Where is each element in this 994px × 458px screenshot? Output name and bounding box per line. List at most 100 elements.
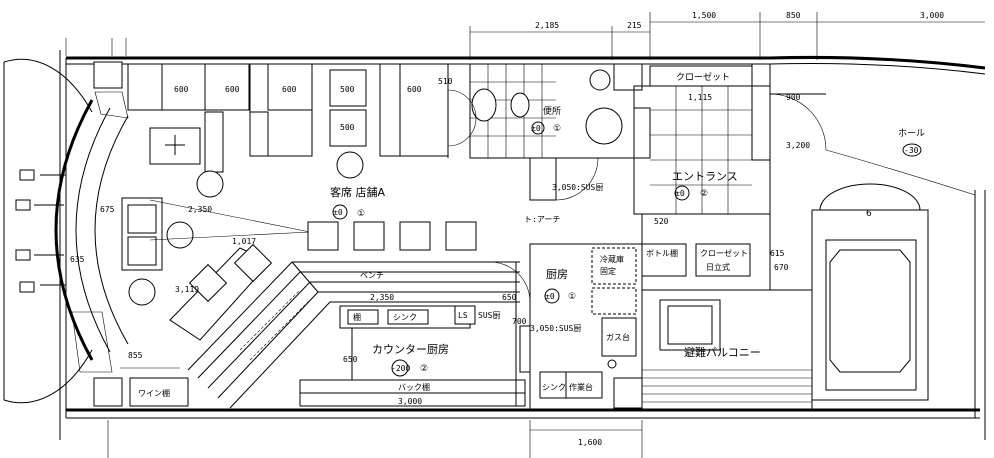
dim-3000: 3,000 <box>920 11 944 20</box>
room-kitchen: 厨房 <box>546 268 568 281</box>
worktop-label: 作業台 <box>569 382 593 392</box>
dim-615: 615 <box>770 249 785 258</box>
column-toilet <box>613 63 643 91</box>
dim-500-b: 500 <box>340 123 355 132</box>
dim-1017: 1,017 <box>232 237 256 246</box>
elevator-shaft: 6 <box>811 183 929 401</box>
hatched-planter-top <box>94 91 129 119</box>
bar-counter: ベンチ 2,350 <box>187 261 520 409</box>
entrance-no: ② <box>700 189 708 199</box>
kitchen-no: ① <box>568 292 576 302</box>
fridge-label: 冷蔵庫 <box>600 254 624 264</box>
toilet-no: ① <box>553 124 561 134</box>
curved-facade <box>3 58 129 407</box>
top-seating-row: 600 600 600 500 500 600 <box>127 63 449 173</box>
dim-2350-b: 2,350 <box>370 293 394 302</box>
sofa-block: 675 635 <box>70 197 163 271</box>
kitchen-note: 3,050:SUS厨 <box>530 324 581 333</box>
dim-600-a: 600 <box>174 85 189 94</box>
dim-600-c: 600 <box>282 85 297 94</box>
ls-label: LS <box>458 311 468 320</box>
top-dimension-lines: 2,185 215 1,500 850 3,000 <box>65 11 985 60</box>
seating-no: ① <box>357 209 365 219</box>
dim-670: 670 <box>774 263 789 272</box>
hatched-planter-bottom <box>71 311 113 373</box>
cash-label: 棚 <box>353 312 361 322</box>
dim-900: 900 <box>786 93 801 102</box>
column-bottom-left <box>93 377 123 407</box>
counter-no: ② <box>420 364 428 374</box>
hall-level: -30 <box>904 146 919 155</box>
gas-label: ガス台 <box>606 332 630 342</box>
dim-2350-a: 2,350 <box>188 205 212 214</box>
counter-top-label: ト:アーチ <box>524 215 560 224</box>
entrance-tiles <box>650 86 752 214</box>
room-counter: カウンター厨房 <box>372 343 449 356</box>
dim-675: 675 <box>100 205 115 214</box>
wine-label: ワイン棚 <box>138 388 170 398</box>
dim-1600: 1,600 <box>578 438 602 447</box>
bottom-dimension-lines: 1,600 <box>107 420 643 458</box>
column-kitchen <box>613 377 643 409</box>
seating-level: ±0 <box>333 208 343 217</box>
closet-top: クローゼット 1,115 <box>633 63 771 161</box>
shaft-mark: 6 <box>866 209 872 219</box>
dim-850: 850 <box>786 11 801 20</box>
toilet-door-swing <box>447 89 477 147</box>
fridge-fixed: 固定 <box>600 266 616 276</box>
sink-counter-label: シンク <box>393 313 417 322</box>
seating-room-label: 客席 店舗A ±0 ① <box>330 185 385 220</box>
balcony-grating <box>642 369 812 403</box>
toilet-level: ±0 <box>531 124 541 133</box>
room-balcony: 避難バルコニー <box>684 345 761 359</box>
kitchen-level: ±0 <box>545 292 555 301</box>
dim-650-b: 650 <box>502 293 517 302</box>
closet2-sub: 日立式 <box>706 262 730 272</box>
dim-510: 510 <box>438 77 453 86</box>
dim-1115: 1,115 <box>688 93 712 102</box>
bottle-label: ボトル棚 <box>646 248 678 258</box>
kitchen-sink-label: シンク <box>542 383 566 392</box>
dim-600-d: 600 <box>407 85 422 94</box>
passage-door-swing <box>555 157 599 201</box>
bottle-closet: ボトル棚 クローゼット 日立式 520 615 670 <box>641 213 789 291</box>
closet2-label: クローゼット <box>700 248 748 258</box>
room-entrance: エントランス <box>672 170 738 183</box>
round-tables <box>128 151 364 306</box>
dim-3200: 3,200 <box>786 141 810 150</box>
kitchen-note-top: 3,050:SUS厨 <box>552 183 603 192</box>
dim-700: 700 <box>512 317 527 326</box>
dim-635: 635 <box>70 255 85 264</box>
dim-500-a: 500 <box>340 85 355 94</box>
back-bar-label: バック棚 <box>398 382 430 392</box>
dim-1500: 1,500 <box>692 11 716 20</box>
entrance: 900 3,200 エントランス ±0 ② 3,050:SUS厨 ト:アーチ <box>524 85 827 224</box>
entrance-door-swing <box>769 93 827 151</box>
balcony: 避難バルコニー <box>613 289 813 411</box>
dim-215: 215 <box>627 21 642 30</box>
facade-mullions <box>15 169 66 293</box>
closet1-label: クローゼット <box>676 71 730 83</box>
dim-650: 650 <box>343 355 358 364</box>
counter-kitchen: 棚 シンク LS SUS厨 カウンター厨房 -200 ② バック棚 3,000 … <box>299 262 526 407</box>
dim-600-b: 600 <box>225 85 240 94</box>
dim-3000-b: 3,000 <box>398 397 422 406</box>
dim-3119: 3,119 <box>175 285 199 294</box>
diagonal-bench: 2,350 1,017 3,119 <box>149 199 311 341</box>
dim-2185: 2,185 <box>535 21 559 30</box>
toilet-room: 便所 ±0 ① 510 <box>438 63 643 159</box>
hall: ホール -30 <box>825 128 976 196</box>
counter-stools <box>307 221 477 251</box>
dim-855: 855 <box>128 351 143 360</box>
bench-label: ベンチ <box>360 271 384 280</box>
room-hall: ホール <box>898 128 925 139</box>
wine-shelf: ワイン棚 855 <box>120 351 189 407</box>
room-toilet: 便所 <box>543 105 561 117</box>
entrance-level: ±0 <box>675 189 685 198</box>
column-top-left <box>93 61 123 89</box>
counter-level: -200 <box>391 364 410 373</box>
dim-520: 520 <box>654 217 669 226</box>
front-note: SUS厨 <box>478 311 500 320</box>
room-seating: 客席 店舗A <box>330 185 385 199</box>
